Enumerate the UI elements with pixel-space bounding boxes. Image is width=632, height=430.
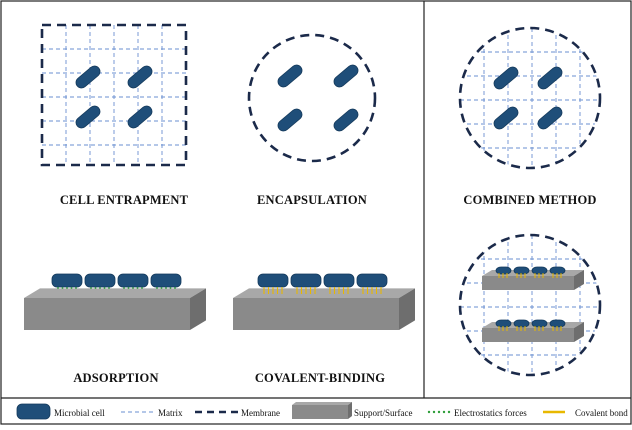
encapsulation-panel <box>247 33 377 163</box>
membrane <box>247 33 377 163</box>
electrostatic-force <box>136 287 139 289</box>
electrostatic-force <box>99 287 101 289</box>
microbial-cell <box>333 64 359 88</box>
electrostatic-force <box>141 287 143 289</box>
covalent-binding-panel <box>233 273 415 330</box>
label-combined-method: COMBINED METHOD <box>463 193 597 207</box>
support-side <box>399 288 415 330</box>
legend-electrostatic-swatch <box>447 410 451 414</box>
electrostatic-force <box>165 287 167 289</box>
legend-electrostatic-swatch <box>442 410 446 414</box>
microbial-cell <box>537 106 563 130</box>
legend-graphics <box>16 402 565 420</box>
microbial-cell <box>127 105 153 129</box>
legend-microbial-cell: Microbial cell <box>54 408 105 418</box>
microbial-cell <box>537 66 563 90</box>
microbial-cell <box>531 319 548 328</box>
electrostatic-force <box>75 287 77 289</box>
support-side <box>574 322 584 342</box>
microbial-cell <box>277 64 303 88</box>
legend-electrostatic-swatch <box>432 410 436 414</box>
microbial-cell <box>493 106 519 130</box>
microbial-cell <box>513 266 530 275</box>
microbial-cell <box>513 319 530 328</box>
electrostatic-force <box>108 287 110 289</box>
support-top <box>233 288 415 298</box>
electrostatic-force <box>174 287 176 289</box>
electrostatic-force <box>70 287 73 289</box>
microbial-cell <box>356 273 388 288</box>
cell-entrapment-panel <box>40 23 188 167</box>
microbial-cell <box>493 66 519 90</box>
microbial-cell <box>117 273 149 288</box>
combined-method-panel-top <box>458 26 602 170</box>
legend-electrostatic-swatch <box>427 410 431 414</box>
microbial-cell <box>495 319 512 328</box>
microbial-cell <box>531 266 548 275</box>
combined-method-panel-bottom <box>458 233 602 377</box>
support-front <box>24 298 190 330</box>
support-side <box>574 270 584 290</box>
legend-support-top <box>292 402 352 405</box>
support-front <box>482 328 574 342</box>
label-encapsulation: ENCAPSULATION <box>256 193 368 207</box>
electrostatic-force <box>61 287 64 289</box>
support-top <box>24 288 206 298</box>
legend-electrostatic-forces: Electrostatics forces <box>454 408 527 418</box>
microbial-cell <box>51 273 83 288</box>
microbial-cell <box>16 403 51 420</box>
electrostatic-force <box>156 287 158 289</box>
microbial-cell <box>323 273 355 288</box>
legend-support-side <box>348 402 352 419</box>
electrostatic-force <box>123 287 125 289</box>
microbial-cell <box>84 273 116 288</box>
microbial-cell <box>333 108 359 132</box>
microbial-cell <box>257 273 289 288</box>
microbial-cell <box>549 266 566 275</box>
membrane <box>458 233 602 377</box>
electrostatic-force <box>103 287 106 289</box>
support-front <box>233 298 399 330</box>
membrane <box>458 26 602 170</box>
label-covalent-binding: COVALENT-BINDING <box>254 371 386 385</box>
microbial-cell <box>75 105 101 129</box>
support-side <box>190 288 206 330</box>
electrostatic-force <box>90 287 92 289</box>
electrostatic-force <box>94 287 97 289</box>
electrostatic-force <box>160 287 163 289</box>
adsorption-panel <box>24 273 206 330</box>
microbial-cell <box>549 319 566 328</box>
microbial-cell <box>75 65 101 89</box>
electrostatic-force <box>66 287 68 289</box>
microbial-cell <box>127 65 153 89</box>
electrostatic-force <box>127 287 130 289</box>
microbial-cell <box>277 108 303 132</box>
electrostatic-force <box>169 287 172 289</box>
legend-membrane: Membrane <box>241 408 280 418</box>
matrix-grid <box>42 25 186 165</box>
membrane <box>40 23 188 167</box>
legend-covalent-bond: Covalent bond <box>575 408 628 418</box>
label-adsorption: ADSORPTION <box>73 371 159 385</box>
support-front <box>482 276 574 290</box>
microbial-cell <box>290 273 322 288</box>
legend-support-swatch <box>292 405 348 419</box>
microbial-cell <box>495 266 512 275</box>
matrix-grid <box>460 28 600 168</box>
electrostatic-force <box>132 287 134 289</box>
electrostatic-force <box>57 287 59 289</box>
label-cell-entrapment: CELL ENTRAPMENT <box>59 193 189 207</box>
legend-electrostatic-swatch <box>437 410 441 414</box>
legend-matrix: Matrix <box>158 408 183 418</box>
microbial-cell <box>150 273 182 288</box>
legend-support-surface: Support/Surface <box>354 408 413 418</box>
